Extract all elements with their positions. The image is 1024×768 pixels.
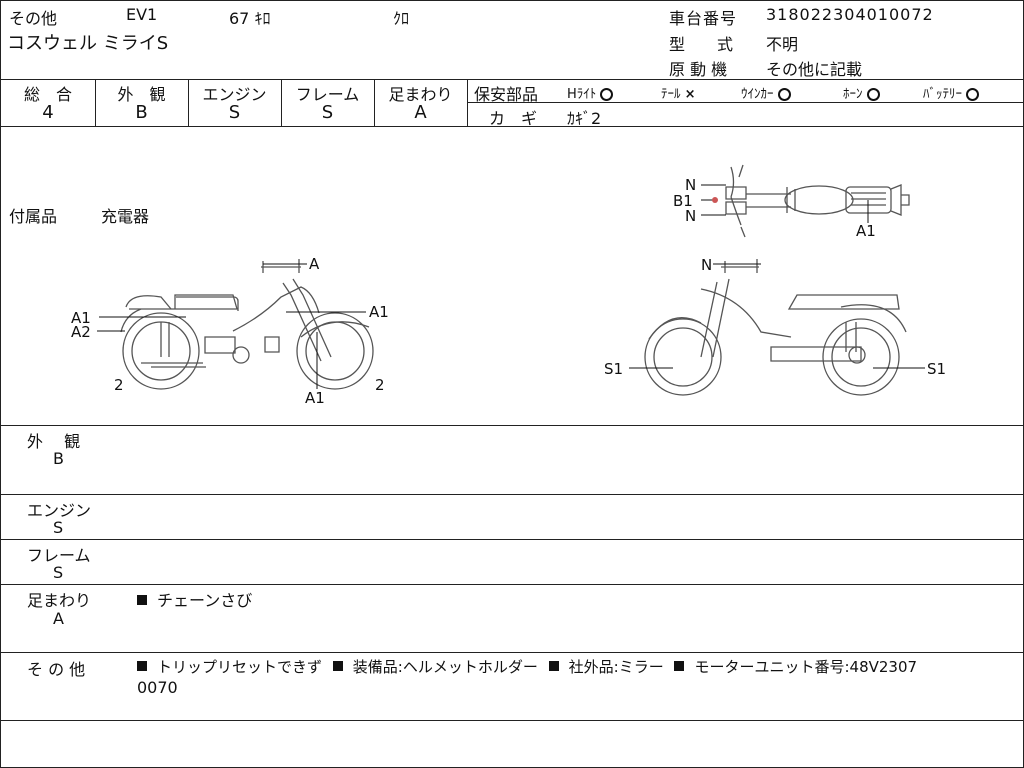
ok-mark-icon: [600, 88, 614, 101]
accessories-value: 充電器: [101, 207, 150, 226]
grade-engine-value: S: [228, 102, 241, 123]
safety-winker: ｳｲﾝｶｰ: [741, 83, 791, 102]
section-engine-title: エンジン: [27, 501, 92, 520]
section-appearance-title: 外 観: [27, 432, 81, 451]
divider: [1, 79, 1023, 80]
accessories-label: 付属品: [9, 207, 58, 226]
key-value: ｶｷﾞ2: [567, 109, 602, 128]
label-2: 2: [114, 376, 124, 394]
frame-no-label: 車台番号: [669, 9, 738, 28]
section-other-title: そ の 他: [27, 660, 86, 679]
section-engine-grade: S: [53, 518, 64, 537]
label-a1: A1: [305, 389, 325, 407]
safety-label: 保安部品: [474, 85, 539, 104]
label-n: N: [685, 176, 696, 194]
ok-mark-icon: [966, 88, 980, 101]
model-name: コスウェル ミライS: [7, 33, 169, 54]
bullet-icon: [137, 595, 147, 605]
grade-total-label: 総 合: [23, 85, 72, 104]
type-label: 型 式: [669, 35, 734, 54]
bullet-icon: [548, 661, 559, 671]
grade-suspension-label: 足まわり: [388, 85, 453, 104]
label-n: N: [685, 207, 696, 225]
section-appearance-grade: B: [53, 449, 64, 468]
engine-value: その他に記載: [766, 60, 863, 79]
safety-battery: ﾊﾞｯﾃﾘｰ: [923, 83, 980, 102]
safety-headlight: Hﾗｲﾄ: [567, 83, 614, 102]
type-value: 不明: [766, 35, 799, 54]
grade-engine-label: エンジン: [202, 85, 267, 104]
grade-appearance-label: 外 観: [117, 85, 166, 104]
bullet-icon: [332, 661, 343, 671]
label-a1: A1: [369, 303, 389, 321]
label-b1: B1: [673, 192, 693, 210]
other-label: その他: [9, 9, 58, 28]
mileage: 67 ｷﾛ: [229, 9, 271, 28]
ok-mark-icon: [777, 88, 791, 101]
engine-label: 原 動 機: [669, 60, 728, 79]
grade-suspension-value: A: [414, 102, 427, 123]
damage-mark: [712, 197, 718, 203]
label-s1: S1: [927, 360, 946, 378]
bullet-icon: [674, 661, 685, 671]
ok-mark-icon: [866, 88, 880, 101]
grade-frame-label: フレーム: [295, 85, 360, 104]
section-frame-title: フレーム: [27, 546, 91, 565]
label-a2: A2: [71, 323, 91, 341]
frame-no: 318022304010072: [766, 5, 934, 24]
grade-frame-value: S: [321, 102, 334, 123]
motorcycle-diagram: N B1 N A1 A: [71, 164, 946, 407]
grade-total-value: 4: [42, 102, 54, 123]
label-s1: S1: [604, 360, 623, 378]
section-other-notes-cont: 0070: [137, 678, 178, 697]
safety-horn: ﾎｰﾝ: [843, 83, 880, 102]
section-suspension-grade: A: [53, 609, 64, 628]
label-a1: A1: [856, 222, 876, 240]
label-2: 2: [375, 376, 385, 394]
ng-mark-icon: ×: [684, 87, 696, 102]
label-a: A: [309, 255, 320, 273]
section-suspension-title: 足まわり: [27, 591, 92, 610]
vehicle-code: EV1: [126, 5, 158, 24]
safety-tail: ﾃｰﾙ ×: [661, 87, 696, 102]
section-other-notes: トリップリセットできず 装備品:ヘルメットホルダー 社外品:ミラー モーターユニ…: [137, 656, 917, 677]
label-n: N: [701, 256, 712, 274]
section-suspension-notes: チェーンさび: [137, 587, 252, 611]
color: ｸﾛ: [393, 9, 410, 28]
key-label: カ ギ: [489, 109, 538, 128]
section-frame-grade: S: [53, 563, 64, 582]
label-a1: A1: [71, 309, 91, 327]
grade-appearance-value: B: [135, 102, 148, 123]
bullet-icon: [137, 661, 147, 671]
